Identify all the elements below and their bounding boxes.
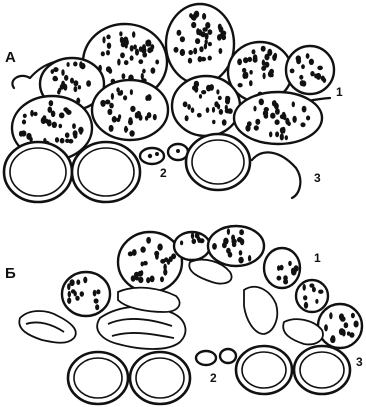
panel-b-label: Б xyxy=(5,265,16,282)
small-cell xyxy=(220,349,236,363)
folded-process xyxy=(244,287,277,334)
panel-a: А xyxy=(4,4,343,202)
panel-b-label-3: 3 xyxy=(356,355,363,369)
panel-b-small-cell xyxy=(196,349,236,365)
folded-process xyxy=(283,319,323,344)
panel-a-label-2: 2 xyxy=(160,166,167,180)
spotted-cell xyxy=(166,4,234,84)
spotted-cell xyxy=(172,76,240,136)
folded-process xyxy=(19,311,75,343)
panel-b-label-2: 2 xyxy=(210,371,217,385)
panel-a-label-1: 1 xyxy=(336,85,343,99)
panel-b-label-1: 1 xyxy=(314,251,321,265)
panel-b: Б xyxy=(5,226,363,404)
panel-a-round-cells xyxy=(4,134,300,202)
small-cell xyxy=(196,351,216,365)
spotted-cell xyxy=(92,80,168,140)
panel-a-spotted-cells xyxy=(12,4,334,160)
panel-a-small-cell xyxy=(140,144,188,164)
capillary-wall xyxy=(252,152,300,198)
folded-process xyxy=(97,307,185,349)
panel-a-label: А xyxy=(5,49,16,66)
panel-a-label-3: 3 xyxy=(314,171,321,185)
